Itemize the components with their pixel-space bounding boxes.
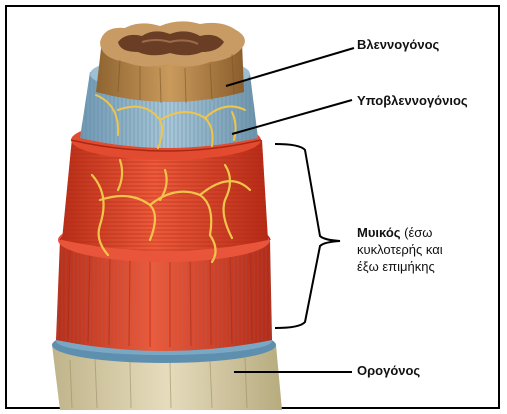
brace-muscularis xyxy=(275,144,340,328)
mucosa-layer xyxy=(96,21,245,103)
label-serosa: Ορογόνος xyxy=(357,362,420,379)
label-muscularis-line2: κυκλοτερής και xyxy=(357,241,443,258)
label-mucosa: Βλεννογόνος xyxy=(357,36,439,53)
leader-line-mucosa xyxy=(226,48,354,86)
label-muscularis: Μυικός (έσω xyxy=(357,224,432,241)
label-muscularis-title: Μυικός xyxy=(357,225,401,240)
label-submucosa: Υποβλεννογόνιος xyxy=(357,92,468,109)
label-muscularis-line3: έξω επιμήκης xyxy=(357,258,435,275)
label-muscularis-detail: (έσω xyxy=(401,225,433,240)
